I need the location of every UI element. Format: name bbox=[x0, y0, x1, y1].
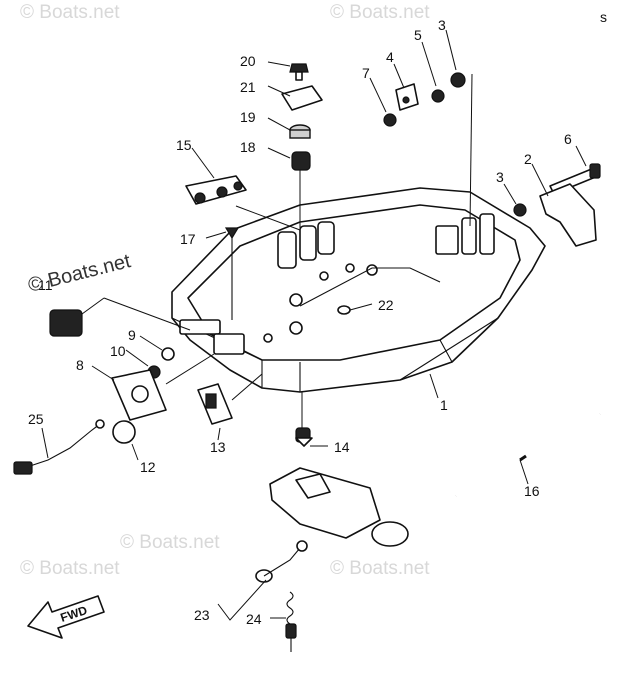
callout-4: 4 bbox=[386, 49, 394, 65]
plate-8 bbox=[111, 369, 167, 421]
bottom-cowling bbox=[171, 187, 546, 393]
watermark-bottom-right: © Boats.net bbox=[330, 558, 430, 579]
callout-11: 11 bbox=[38, 277, 53, 293]
leader-lines bbox=[41, 29, 587, 621]
callout-17: 17 bbox=[180, 231, 196, 247]
cover-13 bbox=[197, 383, 233, 425]
bushing-3-mid bbox=[513, 203, 527, 217]
bracket-15 bbox=[185, 175, 247, 205]
callout-2: 2 bbox=[524, 151, 532, 167]
callout-19: 19 bbox=[240, 109, 256, 125]
callout-24: 24 bbox=[246, 611, 262, 627]
watermark-bottom-left: © Boats.net bbox=[20, 558, 120, 579]
callout-13: 13 bbox=[210, 439, 226, 455]
callout-5: 5 bbox=[414, 27, 422, 43]
callout-10: 10 bbox=[110, 343, 126, 359]
callout-12: 12 bbox=[140, 459, 156, 475]
spring-24 bbox=[285, 591, 297, 652]
callout-9: 9 bbox=[128, 327, 136, 343]
collar-19 bbox=[289, 124, 311, 139]
callout-3-top: 3 bbox=[438, 17, 446, 33]
callout-20: 20 bbox=[240, 53, 256, 69]
bracket-2 bbox=[539, 183, 597, 247]
watermark-mid-left: © Boats.net bbox=[120, 532, 220, 553]
lever-4 bbox=[395, 83, 419, 111]
callout-3-mid: 3 bbox=[496, 169, 504, 185]
watermark-top-left: © Boats.net bbox=[20, 2, 120, 23]
callout-16: 16 bbox=[524, 483, 540, 499]
callout-14: 14 bbox=[334, 439, 350, 455]
callout-6: 6 bbox=[564, 131, 572, 147]
cable-25 bbox=[13, 419, 105, 475]
callout-8: 8 bbox=[76, 357, 84, 373]
nut-7 bbox=[383, 113, 397, 127]
rod-16 bbox=[455, 413, 601, 497]
callout-22: 22 bbox=[378, 297, 394, 313]
pin-17 bbox=[224, 227, 240, 320]
swivel-bracket bbox=[269, 467, 409, 547]
fwd-arrow-icon: FWD bbox=[27, 595, 105, 639]
grommet-11 bbox=[49, 309, 83, 337]
callout-labels: 20 21 19 18 15 17 7 4 5 3 6 2 3 22 11 9 … bbox=[28, 17, 572, 627]
callout-18: 18 bbox=[240, 139, 256, 155]
washer-9 bbox=[161, 347, 175, 361]
plate-21 bbox=[281, 85, 323, 111]
connector-23 bbox=[255, 540, 308, 583]
watermark-top-right: © Boats.net bbox=[330, 2, 430, 23]
callout-23: 23 bbox=[194, 607, 210, 623]
washer-5 bbox=[431, 89, 445, 103]
corner-mark: s bbox=[600, 9, 607, 25]
callout-7: 7 bbox=[362, 65, 370, 81]
drain-14 bbox=[295, 427, 313, 447]
callout-1: 1 bbox=[440, 397, 448, 413]
plug-12 bbox=[112, 420, 136, 444]
callout-21: 21 bbox=[240, 79, 256, 95]
callout-25: 25 bbox=[28, 411, 44, 427]
bushing-3-top bbox=[450, 72, 466, 88]
bolt-20 bbox=[289, 63, 309, 81]
grommet-18 bbox=[291, 151, 311, 171]
sender-22 bbox=[337, 305, 351, 315]
callout-15: 15 bbox=[176, 137, 192, 153]
